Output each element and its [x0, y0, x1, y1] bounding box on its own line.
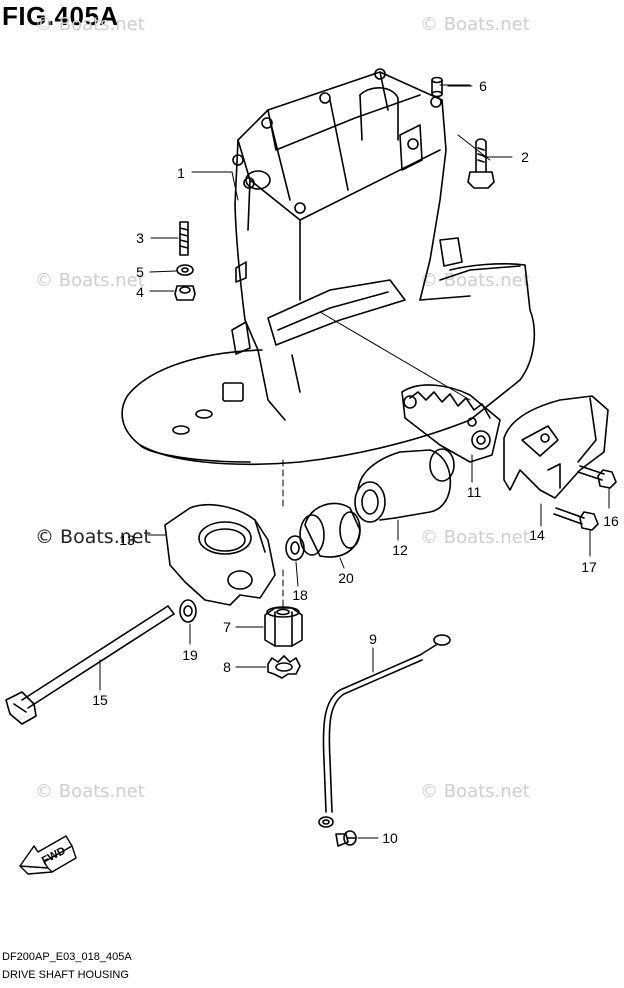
rubber-mount-part-11	[401, 384, 501, 463]
callout-9: 9	[369, 631, 377, 647]
drive-shaft-housing	[121, 68, 536, 466]
stud-part-3	[179, 221, 189, 256]
watermark: © Boats.net	[420, 527, 530, 548]
watermark: © Boats.net	[35, 270, 145, 291]
figure-title: FIG.405A	[2, 1, 119, 31]
clamp-part-13	[164, 504, 276, 606]
callout-20: 20	[338, 570, 354, 586]
callout-19: 19	[182, 647, 198, 663]
watermark: © Boats.net	[420, 14, 530, 35]
bolt-part-16	[577, 465, 617, 489]
ground-cable-part-9	[318, 634, 451, 828]
callout-15: 15	[92, 692, 108, 708]
figure-code: DF200AP_E03_018_405A	[2, 951, 132, 963]
watermark: © Boats.net	[420, 781, 530, 802]
dowel-pin-part-6	[431, 76, 443, 98]
callout-10: 10	[382, 830, 398, 846]
watermark: © Boats.net	[35, 781, 145, 802]
callout-1: 1	[177, 165, 185, 181]
callout-17: 17	[581, 559, 597, 575]
callout-numbers: 1 2 3 4 5 6 7 8 9 10 11 12 13 14 15 16 1…	[92, 78, 619, 846]
watermark: © Boats.net	[420, 270, 530, 291]
callout-3: 3	[136, 230, 144, 246]
callout-5: 5	[136, 264, 144, 280]
watermark: © Boats.net	[35, 14, 145, 35]
callout-18: 18	[292, 587, 308, 603]
callout-2: 2	[521, 149, 529, 165]
callout-14: 14	[529, 527, 545, 543]
long-bolt-part-15	[5, 605, 175, 725]
callout-leaders	[99, 85, 610, 839]
figure-subtitle: DRIVE SHAFT HOUSING	[2, 969, 129, 981]
cover-part-14	[503, 395, 609, 499]
screw-part-10	[335, 830, 357, 847]
callout-6: 6	[479, 78, 487, 94]
callout-16: 16	[603, 513, 619, 529]
washer-part-18	[285, 535, 305, 561]
collar-part-20	[299, 502, 361, 558]
callout-4: 4	[136, 284, 144, 300]
bolt-part-17	[553, 507, 599, 531]
washer-part-5	[176, 264, 194, 276]
callout-11: 11	[467, 484, 482, 500]
callout-8: 8	[223, 659, 231, 675]
nut-part-4	[174, 285, 196, 301]
nut-part-7	[264, 606, 303, 647]
watermark-main: © Boats.net	[35, 526, 151, 548]
callout-12: 12	[392, 542, 408, 558]
assembly-center-lines	[282, 84, 491, 611]
forward-direction-arrow: FWD	[19, 835, 77, 875]
mount-cylinder-part-12	[354, 448, 455, 523]
callout-7: 7	[223, 619, 231, 635]
callout-13: 13	[119, 532, 135, 548]
lock-washer-part-8	[267, 655, 301, 679]
washer-part-19	[179, 599, 197, 623]
